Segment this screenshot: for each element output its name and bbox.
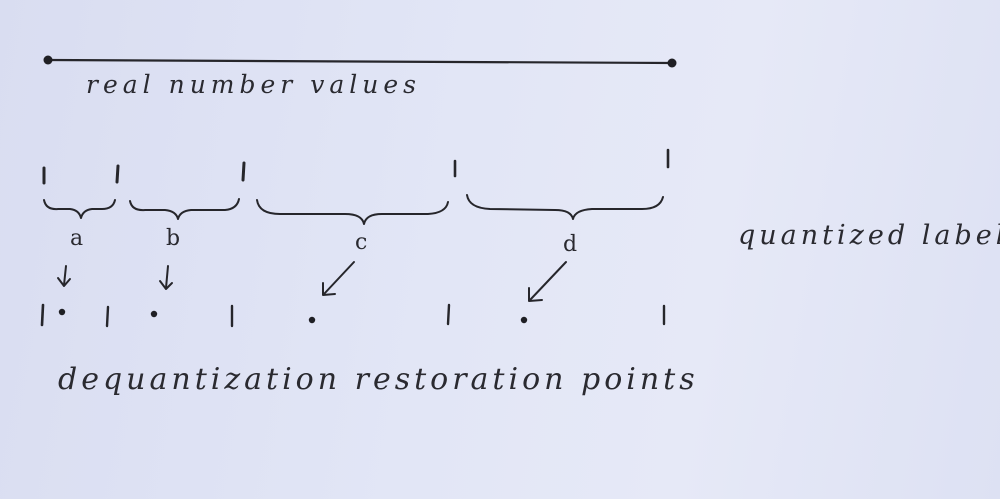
restoration-tick bbox=[105, 305, 110, 328]
real-number-values-label: real number values bbox=[86, 70, 421, 99]
arrow-c bbox=[322, 261, 355, 296]
bin-braces bbox=[43, 194, 664, 225]
restoration-point-c bbox=[308, 316, 316, 324]
bin-boundary-ticks bbox=[42, 148, 670, 185]
bin-label-c: c bbox=[355, 230, 368, 255]
arrow-a bbox=[57, 265, 71, 287]
boundary-tick bbox=[241, 161, 246, 182]
restoration-tick bbox=[446, 303, 451, 326]
brace-d bbox=[466, 194, 664, 220]
restoration-point-b bbox=[150, 310, 158, 318]
bin-label-b: b bbox=[166, 226, 181, 251]
brace-a bbox=[43, 199, 116, 219]
arrow-b bbox=[159, 265, 173, 290]
restoration-tick bbox=[40, 303, 45, 327]
brace-c bbox=[256, 199, 449, 225]
brace-b bbox=[129, 198, 240, 220]
restoration-points bbox=[58, 308, 528, 324]
boundary-tick bbox=[115, 164, 120, 184]
bin-label-a: a bbox=[70, 226, 84, 251]
restoration-point-d bbox=[520, 316, 528, 324]
restoration-point-a bbox=[58, 308, 66, 316]
restoration-ticks bbox=[40, 303, 666, 328]
bin-label-d: d bbox=[563, 232, 578, 257]
line-end-endpoint bbox=[667, 58, 677, 68]
restoration-arrows bbox=[57, 261, 567, 302]
arrow-d bbox=[528, 261, 567, 302]
dequantization-restoration-points-caption: dequantization restoration points bbox=[58, 362, 699, 397]
quantized-labels-caption: quantized labels bbox=[738, 220, 1000, 251]
real-number-line bbox=[43, 55, 677, 68]
line-start-endpoint bbox=[43, 55, 53, 65]
